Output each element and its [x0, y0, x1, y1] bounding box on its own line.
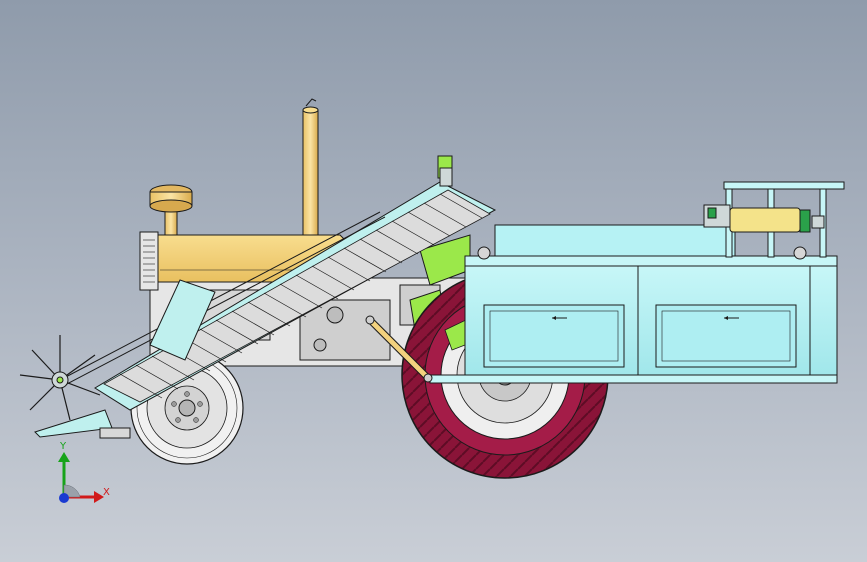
inclined-conveyor — [59, 155, 497, 411]
digging-rotor — [19, 335, 101, 421]
axis-y-label: Y — [60, 441, 67, 452]
digging-shovel — [34, 409, 131, 439]
axis-x-label: X — [103, 487, 110, 498]
exhaust-stack — [302, 98, 319, 236]
air-cleaner — [149, 184, 193, 236]
collection-bin — [429, 224, 838, 384]
axis-triad — [58, 452, 104, 503]
hydraulic-pump — [703, 204, 825, 233]
hydraulic-cylinder — [365, 315, 433, 383]
